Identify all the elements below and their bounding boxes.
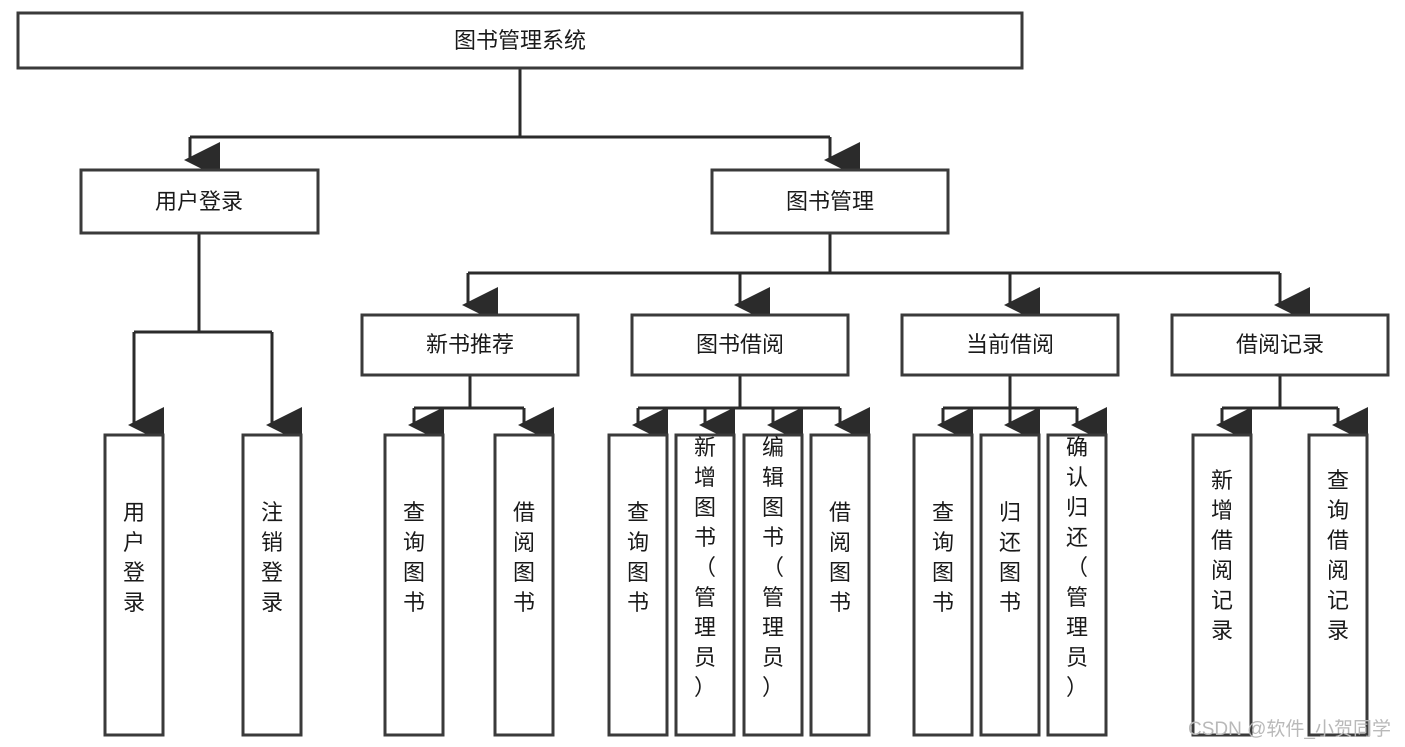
node-leaf-add-record[interactable]: 新增借阅记录 [1191, 433, 1253, 737]
leaf-query-book-3-label: 查询图书 [932, 500, 954, 615]
user-login-label: 用户登录 [155, 189, 243, 214]
leaf-user-login-label: 用户登录 [123, 500, 145, 615]
leaf-confirm-return-label: 确认归还（管理员） [1066, 435, 1088, 700]
node-new-book-rec[interactable]: 新书推荐 [360, 313, 580, 377]
node-book-borrow[interactable]: 图书借阅 [630, 313, 850, 377]
leaf-add-book-box [674, 433, 736, 737]
book-borrow-box [630, 313, 850, 377]
leaf-query-book-3-box [912, 433, 974, 737]
leaf-confirm-return-box [1046, 433, 1108, 737]
node-user-login[interactable]: 用户登录 [79, 168, 320, 235]
node-leaf-query-record[interactable]: 查询借阅记录 [1307, 433, 1369, 737]
leaf-add-record-label: 新增借阅记录 [1211, 468, 1233, 643]
edge-layer [128, 68, 1368, 443]
node-leaf-borrow-book-1[interactable]: 借阅图书 [493, 433, 555, 737]
leaf-edit-book-box [742, 433, 804, 737]
node-leaf-query-book-1[interactable]: 查询图书 [383, 433, 445, 737]
root-box [16, 11, 1024, 70]
root-label: 图书管理系统 [454, 28, 586, 53]
node-leaf-return-book[interactable]: 归还图书 [979, 433, 1041, 737]
new-book-rec-box [360, 313, 580, 377]
book-borrow-label: 图书借阅 [696, 332, 784, 357]
leaf-borrow-book-1-box [493, 433, 555, 737]
leaf-add-record-box [1191, 433, 1253, 737]
leaf-query-record-label: 查询借阅记录 [1327, 468, 1349, 643]
leaf-logout-box [241, 433, 303, 737]
new-book-rec-label: 新书推荐 [426, 332, 514, 357]
leaf-return-book-label: 归还图书 [999, 500, 1021, 615]
leaf-user-login-box [103, 433, 165, 737]
leaf-add-book-label: 新增图书（管理员） [694, 435, 716, 700]
node-leaf-query-book-2[interactable]: 查询图书 [607, 433, 669, 737]
leaf-edit-book-label: 编辑图书（管理员） [762, 435, 784, 700]
current-borrow-box [900, 313, 1120, 377]
node-leaf-query-book-3[interactable]: 查询图书 [912, 433, 974, 737]
borrow-record-box [1170, 313, 1390, 377]
node-leaf-borrow-book-2[interactable]: 借阅图书 [809, 433, 871, 737]
leaf-query-book-1-label: 查询图书 [403, 500, 425, 615]
leaf-query-record-box [1307, 433, 1369, 737]
borrow-record-label: 借阅记录 [1236, 332, 1324, 357]
node-leaf-edit-book[interactable]: 编辑图书（管理员） [742, 433, 804, 737]
leaf-query-book-1-box [383, 433, 445, 737]
node-book-manage[interactable]: 图书管理 [710, 168, 950, 235]
book-manage-label: 图书管理 [786, 189, 874, 214]
node-leaf-confirm-return[interactable]: 确认归还（管理员） [1046, 433, 1108, 737]
leaf-query-book-2-box [607, 433, 669, 737]
node-leaf-user-login[interactable]: 用户登录 [103, 433, 165, 737]
book-manage-box [710, 168, 950, 235]
leaf-logout-label: 注销登录 [261, 500, 283, 615]
leaf-query-book-2-label: 查询图书 [627, 500, 649, 615]
user-login-box [79, 168, 320, 235]
node-borrow-record[interactable]: 借阅记录 [1170, 313, 1390, 377]
node-leaf-logout[interactable]: 注销登录 [241, 433, 303, 737]
node-root[interactable]: 图书管理系统 [16, 11, 1024, 70]
node-leaf-add-book[interactable]: 新增图书（管理员） [674, 433, 736, 737]
current-borrow-label: 当前借阅 [966, 332, 1054, 357]
leaf-return-book-box [979, 433, 1041, 737]
leaf-borrow-book-2-label: 借阅图书 [829, 500, 851, 615]
leaf-borrow-book-2-box [809, 433, 871, 737]
node-current-borrow[interactable]: 当前借阅 [900, 313, 1120, 377]
leaf-borrow-book-1-label: 借阅图书 [513, 500, 535, 615]
